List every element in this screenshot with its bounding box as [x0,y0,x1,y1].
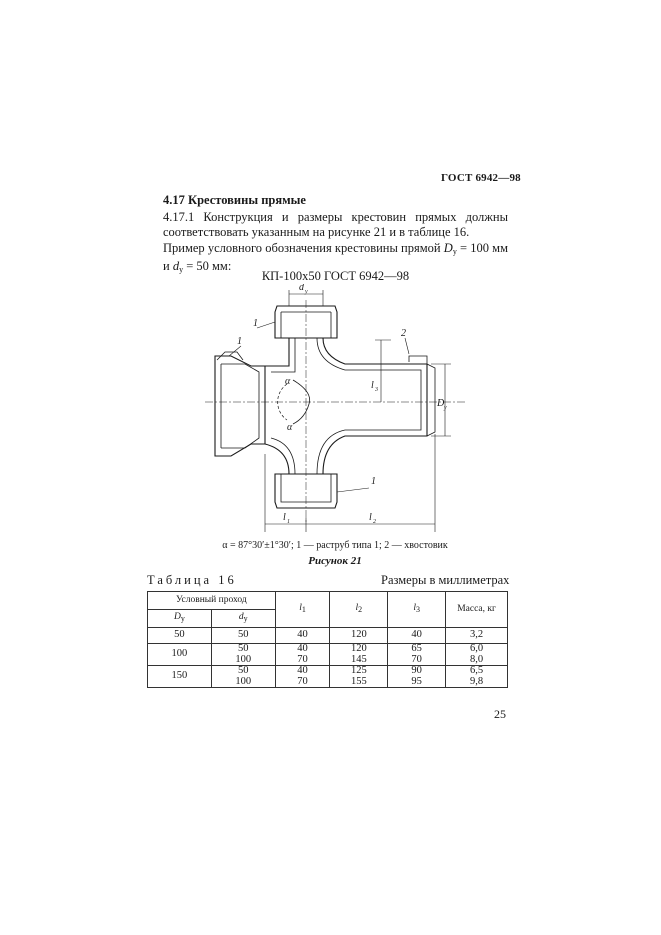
l3-sub: 3 [374,387,378,393]
table-cell-value: 6,0 [469,643,484,654]
table-cell-value: 40 [297,665,308,676]
section-title: 4.17 Крестовины прямые [163,193,306,207]
table-cell-value: 125 [350,665,367,676]
part1-label-top: 1 [253,318,258,329]
table-cell-value: 70 [297,675,308,687]
table-cell-value: 155 [350,675,367,687]
page-number: 25 [494,707,506,721]
l3-label: l [371,380,374,391]
l1-sub: 1 [287,519,290,525]
table-cell-value: 40 [297,643,308,654]
table-cell-value: 6,5 [469,665,484,676]
table-cell-value: 40 [411,629,422,641]
header-mass: Масса, кг [445,591,508,628]
l1-label: l [283,512,286,523]
table-cell-value: 145 [350,653,367,665]
cross-fitting-drawing: d y 1 1 2 l 3 D y α α 1 l 1 l 2 [205,284,465,532]
table-cell-value: 70 [411,653,422,665]
table-cell: 3,2 [445,627,508,644]
table-cell-value: 100 [235,653,252,665]
designation-example: КП-100х50 ГОСТ 6942—98 [261,269,410,283]
table-cell: 150 [147,665,212,688]
table-cell-value: 120 [350,629,367,641]
table-cell: 50 [147,627,212,644]
paragraph-example: Пример условного обозначения крестовины … [163,241,508,274]
alpha-label-bottom: α [287,422,293,433]
table-cell-value: 95 [411,675,422,687]
part2-label: 2 [401,328,406,339]
standard-header: ГОСТ 6942—98 [441,172,521,184]
l2-label: l [369,512,372,523]
table-cell-value: 50 [237,629,249,641]
paragraph-construction: 4.17.1 Конструкция и размеры крестовин п… [163,210,508,239]
dy-sub: y [304,289,308,295]
part1-label-bottom: 1 [371,476,376,487]
table-row: 50 50 40 120 40 3,2 [147,627,508,644]
table-cell-value: 8,0 [469,653,484,665]
table-cell-value: 40 [297,629,308,641]
table-cell: 100 [147,643,212,666]
table-cell-value: 65 [411,643,422,654]
table-label: Таблица 16 [147,573,237,587]
header-Dy: Dy [147,609,212,628]
header-l1: l1 [274,591,331,628]
alpha-label-top: α [285,376,291,387]
table-cell-value: 3,2 [469,629,484,641]
table-cell-value: 90 [411,665,422,676]
dy-label: d [299,284,305,293]
table-cell: 120 [329,627,389,644]
header-dy: dy [210,609,276,628]
table-cell-value: 9,8 [469,675,484,687]
table-cell-value: 100 [235,675,252,687]
header-l3: l3 [387,591,447,628]
table-cell: 40 [274,627,331,644]
table-cell: 50 [210,627,276,644]
table-cell-value: 70 [297,653,308,665]
figure-caption: Рисунок 21 [308,555,362,567]
table-cell-value: 50 [237,665,249,676]
table-cell: 40 [387,627,447,644]
table-units: Размеры в миллиметрах [381,573,510,587]
header-l2: l2 [329,591,389,628]
part1-label-left: 1 [237,336,242,347]
l2-sub: 2 [373,519,376,525]
figure-note: α = 87°30′±1°30′; 1 — раструб типа 1; 2 … [222,540,448,551]
table-cell-value: 50 [237,643,249,654]
dimensions-table: Условный проход l1 l2 l3 Масса, кг Dy dy… [147,591,508,688]
Dy-label: D [436,398,445,409]
table-cell-value: 120 [350,643,367,654]
header-passage: Условный проход [147,591,276,610]
Dy-sub: y [443,405,447,411]
